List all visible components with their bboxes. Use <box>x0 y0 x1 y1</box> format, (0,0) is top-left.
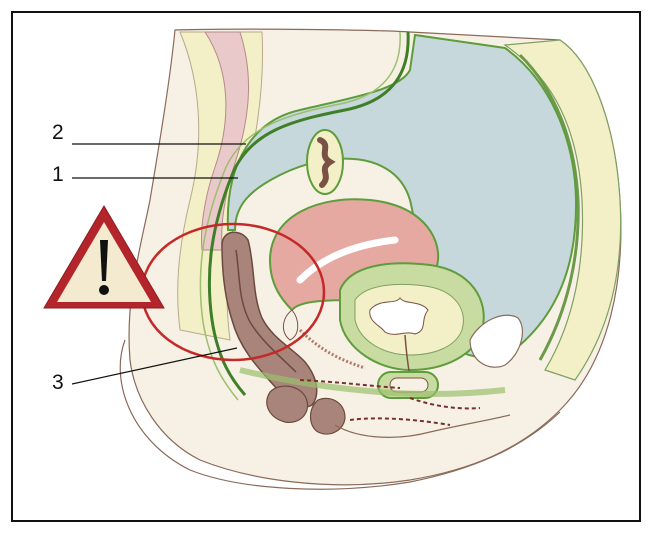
callout-label-3: 3 <box>52 371 64 394</box>
callout-label-1: 1 <box>52 163 64 186</box>
anal-sphincter <box>311 398 346 434</box>
pelvis-illustration <box>120 29 621 489</box>
perineal-core <box>390 378 428 392</box>
callout-label-2: 2 <box>52 121 64 144</box>
